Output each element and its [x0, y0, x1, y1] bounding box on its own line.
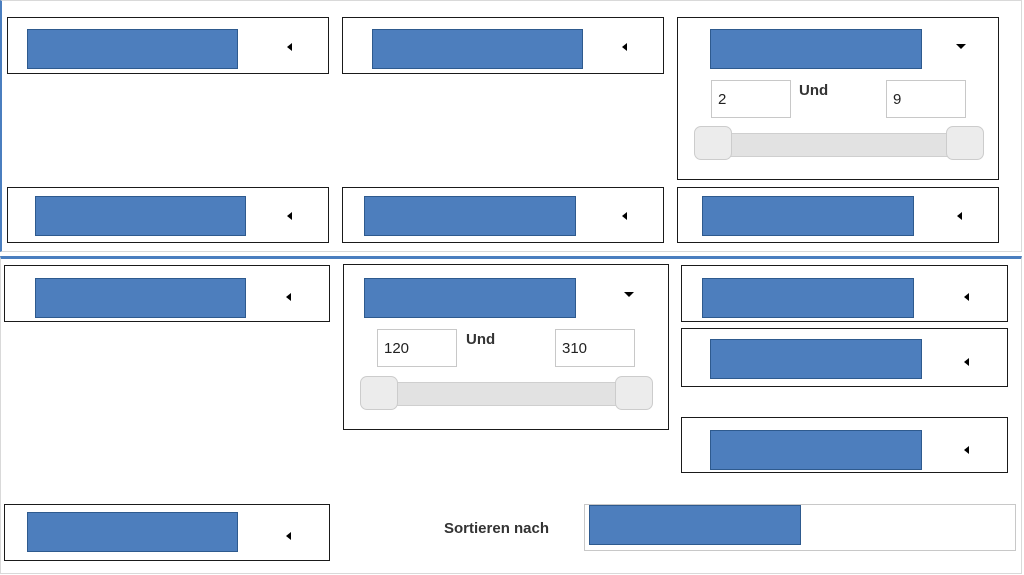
filter-header-bar[interactable]: [702, 196, 914, 236]
filter-panel-top: [0, 0, 1022, 252]
range-filter-bottom: Und: [343, 264, 669, 430]
filter-header-bar[interactable]: [27, 29, 238, 69]
range-slider-min-handle[interactable]: [694, 126, 732, 160]
range-slider-min-handle[interactable]: [360, 376, 398, 410]
filter-panel-bottom: [0, 256, 1022, 574]
caret-left-icon[interactable]: [287, 212, 292, 220]
range-max-input[interactable]: [555, 329, 635, 367]
filter-header-bar[interactable]: [702, 278, 914, 318]
range-and-label: Und: [466, 331, 496, 348]
filter-header-bar[interactable]: [27, 512, 238, 552]
filter-header-bar[interactable]: [35, 196, 246, 236]
range-min-input[interactable]: [377, 329, 457, 367]
filter-header-bar[interactable]: [710, 339, 922, 379]
caret-left-icon[interactable]: [287, 43, 292, 51]
filter-dropdown-9[interactable]: [681, 417, 1008, 473]
range-max-input[interactable]: [886, 80, 966, 118]
caret-left-icon[interactable]: [964, 293, 969, 301]
filter-dropdown-8[interactable]: [681, 328, 1008, 387]
caret-left-icon[interactable]: [957, 212, 962, 220]
filter-header-bar[interactable]: [710, 430, 922, 470]
filter-dropdown-7[interactable]: [681, 265, 1008, 322]
filter-header-bar[interactable]: [710, 29, 922, 69]
filter-header-bar[interactable]: [372, 29, 583, 69]
range-min-input[interactable]: [711, 80, 791, 118]
filter-dropdown-4[interactable]: [342, 187, 664, 243]
filter-dropdown-2[interactable]: [342, 17, 664, 74]
filter-header-bar[interactable]: [35, 278, 246, 318]
caret-left-icon[interactable]: [622, 212, 627, 220]
filter-dropdown-5[interactable]: [677, 187, 999, 243]
filter-dropdown-3[interactable]: [7, 187, 329, 243]
caret-left-icon[interactable]: [622, 43, 627, 51]
caret-left-icon[interactable]: [964, 446, 969, 454]
caret-left-icon[interactable]: [286, 532, 291, 540]
caret-left-icon[interactable]: [286, 293, 291, 301]
sort-by-label: Sortieren nach: [444, 520, 550, 537]
filter-dropdown-1[interactable]: [7, 17, 329, 74]
sort-by-value-bar[interactable]: [589, 505, 801, 545]
caret-down-icon[interactable]: [624, 292, 634, 297]
filter-header-bar[interactable]: [364, 196, 576, 236]
range-and-label: Und: [799, 82, 829, 99]
sort-by-select[interactable]: [584, 504, 1016, 551]
filter-header-bar[interactable]: [364, 278, 576, 318]
caret-down-icon[interactable]: [956, 44, 966, 49]
range-slider-track[interactable]: [714, 133, 968, 157]
range-filter-top: Und: [677, 17, 999, 180]
filter-dropdown-6[interactable]: [4, 265, 330, 322]
range-slider-max-handle[interactable]: [946, 126, 984, 160]
range-slider-max-handle[interactable]: [615, 376, 653, 410]
filter-dropdown-10[interactable]: [4, 504, 330, 561]
caret-left-icon[interactable]: [964, 358, 969, 366]
range-slider-track[interactable]: [380, 382, 634, 406]
